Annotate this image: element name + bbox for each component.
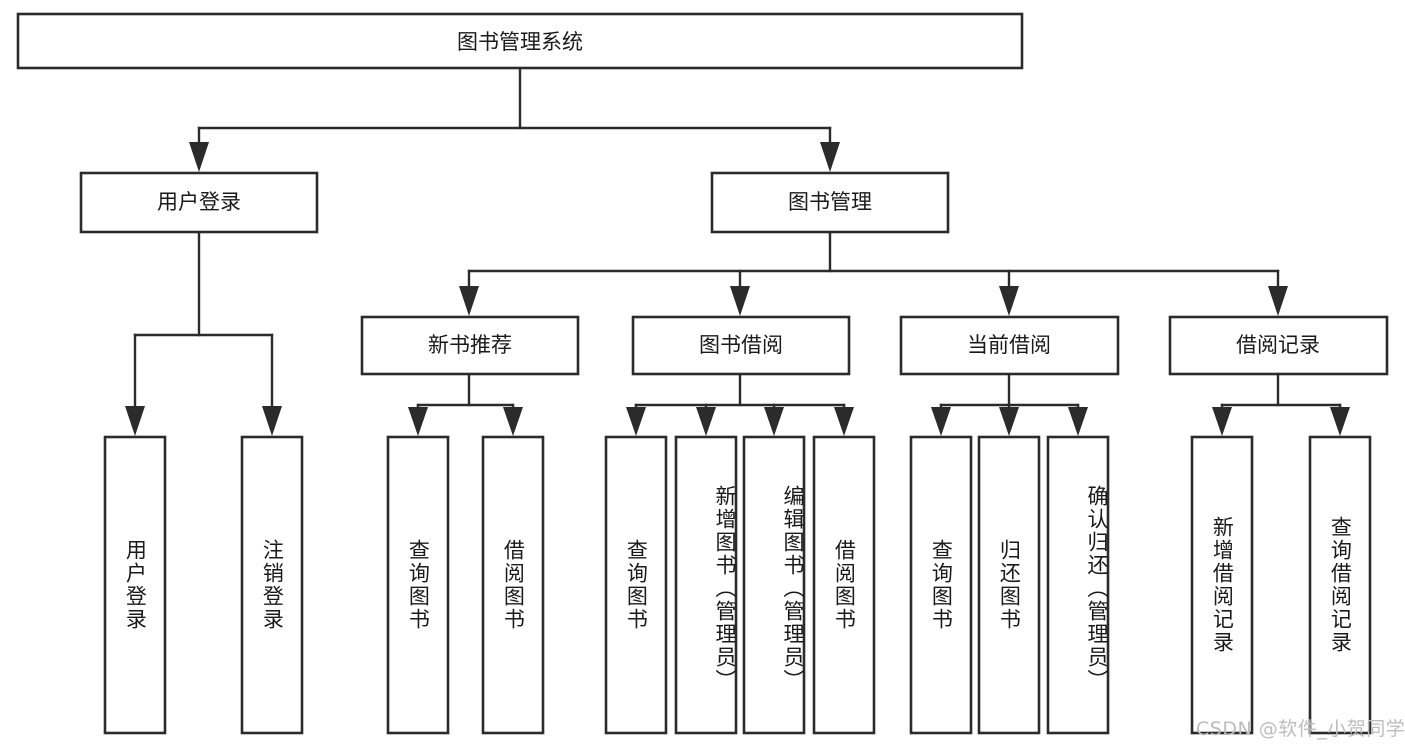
node-box xyxy=(1168,315,1389,376)
arrow-head-icon xyxy=(189,142,209,172)
node-box xyxy=(360,315,580,376)
leaf-box-user-login[interactable] xyxy=(103,435,167,735)
node-box xyxy=(710,171,950,234)
node-label: 图书管理系统 xyxy=(457,30,583,54)
arrow-head-icon xyxy=(730,286,750,316)
leaf-box-logout[interactable] xyxy=(240,435,304,735)
leaf-box-add-borrow-record[interactable] xyxy=(1190,435,1254,735)
arrow-head-icon xyxy=(459,286,479,316)
node-box xyxy=(899,315,1120,376)
arrow-head-icon xyxy=(1268,286,1288,316)
node-label: 新书推荐 xyxy=(428,333,512,357)
connector-bookmanage-to-level3 xyxy=(459,230,1288,316)
arrow-head-icon xyxy=(408,407,428,436)
arrow-head-icon xyxy=(503,407,523,436)
arrow-head-icon xyxy=(626,407,646,436)
leaf-box-edit-book-admin[interactable] xyxy=(742,435,806,735)
node-root[interactable]: 图书管理系统 xyxy=(16,12,1024,70)
leaf-box-borrow-book-a[interactable] xyxy=(481,435,545,735)
connector-borrowrecord-to-leaves xyxy=(1212,372,1350,436)
connector-bookborrow-to-leaves xyxy=(626,372,854,436)
arrow-head-icon xyxy=(820,142,840,172)
arrow-head-icon xyxy=(1212,407,1232,436)
node-label: 图书管理 xyxy=(788,190,872,214)
arrow-head-icon xyxy=(999,407,1019,436)
leaf-box-return-book[interactable] xyxy=(977,435,1041,735)
node-label: 当前借阅 xyxy=(967,333,1051,357)
leaf-box-add-book-admin[interactable] xyxy=(674,435,738,735)
node-box xyxy=(16,12,1024,70)
node-user-login[interactable]: 用户登录 xyxy=(79,171,319,234)
node-borrow-record[interactable]: 借阅记录 xyxy=(1168,315,1389,376)
arrow-head-icon xyxy=(834,407,854,436)
arrow-head-icon xyxy=(262,406,282,436)
node-book-manage[interactable]: 图书管理 xyxy=(710,171,950,234)
arrow-head-icon xyxy=(125,406,145,436)
node-new-book-recommend[interactable]: 新书推荐 xyxy=(360,315,580,376)
node-label: 借阅记录 xyxy=(1236,333,1320,357)
watermark-text: CSDN @软件_小贺同学 xyxy=(1196,718,1405,740)
connector-userlogin-to-leaves xyxy=(125,230,282,436)
arrow-head-icon xyxy=(696,407,716,436)
leaf-box-query-book-b[interactable] xyxy=(604,435,668,735)
connector-root-to-level2 xyxy=(189,66,840,172)
node-book-borrow[interactable]: 图书借阅 xyxy=(631,315,851,376)
leaf-box-confirm-return-admin[interactable] xyxy=(1046,435,1110,735)
node-box xyxy=(79,171,319,234)
node-label: 图书借阅 xyxy=(699,333,783,357)
arrow-head-icon xyxy=(931,407,951,436)
leaf-box-query-borrow-record[interactable] xyxy=(1308,435,1372,735)
arrow-head-icon xyxy=(1068,407,1088,436)
leaf-box-query-book-a[interactable] xyxy=(386,435,450,735)
node-label: 用户登录 xyxy=(157,190,241,214)
arrow-head-icon xyxy=(764,407,784,436)
arrow-head-icon xyxy=(999,286,1019,316)
leaf-box-query-book-c[interactable] xyxy=(909,435,973,735)
node-current-borrow[interactable]: 当前借阅 xyxy=(899,315,1120,376)
connector-currentborrow-to-leaves xyxy=(931,372,1088,436)
leaf-box-borrow-book-b[interactable] xyxy=(812,435,876,735)
node-box xyxy=(631,315,851,376)
arrow-head-icon xyxy=(1330,407,1350,436)
connector-newbook-to-leaves xyxy=(408,372,523,436)
